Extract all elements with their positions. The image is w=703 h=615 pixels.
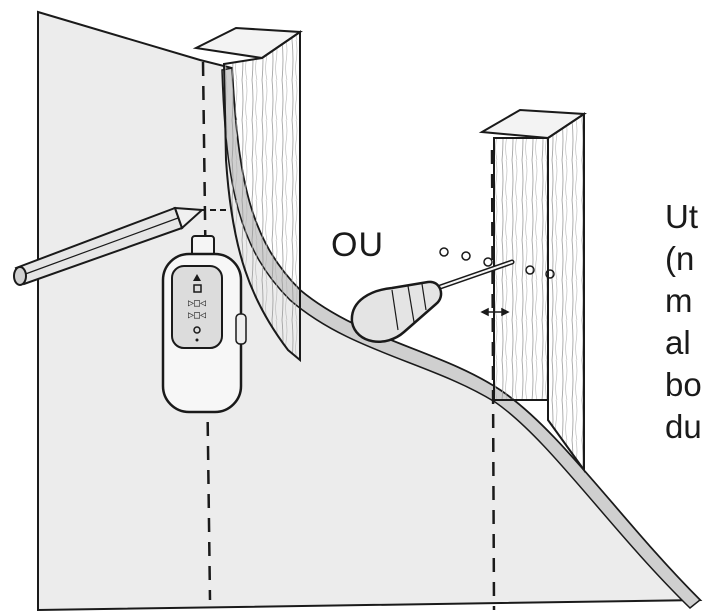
pencil-icon [13,206,205,286]
instruction-line-3: m [665,282,693,319]
probe-holes [439,247,555,279]
svg-text:▷□◁: ▷□◁ [188,298,206,309]
instruction-line-5: bo [665,366,702,403]
instruction-line-6: du [665,408,702,445]
center-marker [480,307,510,317]
instruction-line-1: Ut [665,198,698,235]
wood-stud-left [192,26,303,363]
screwdriver-icon [350,259,515,343]
svg-text:▷□◁: ▷□◁ [188,310,206,321]
stud-finder-device: ▷□◁ ▷□◁ [161,235,247,414]
instruction-line-2: (n [665,240,695,277]
instruction-line-4: al [665,324,691,361]
or-label: OU [331,226,384,264]
instruction-text-cropped: Ut (n m al bo du [665,196,702,448]
dashed-guide-right [490,149,496,611]
